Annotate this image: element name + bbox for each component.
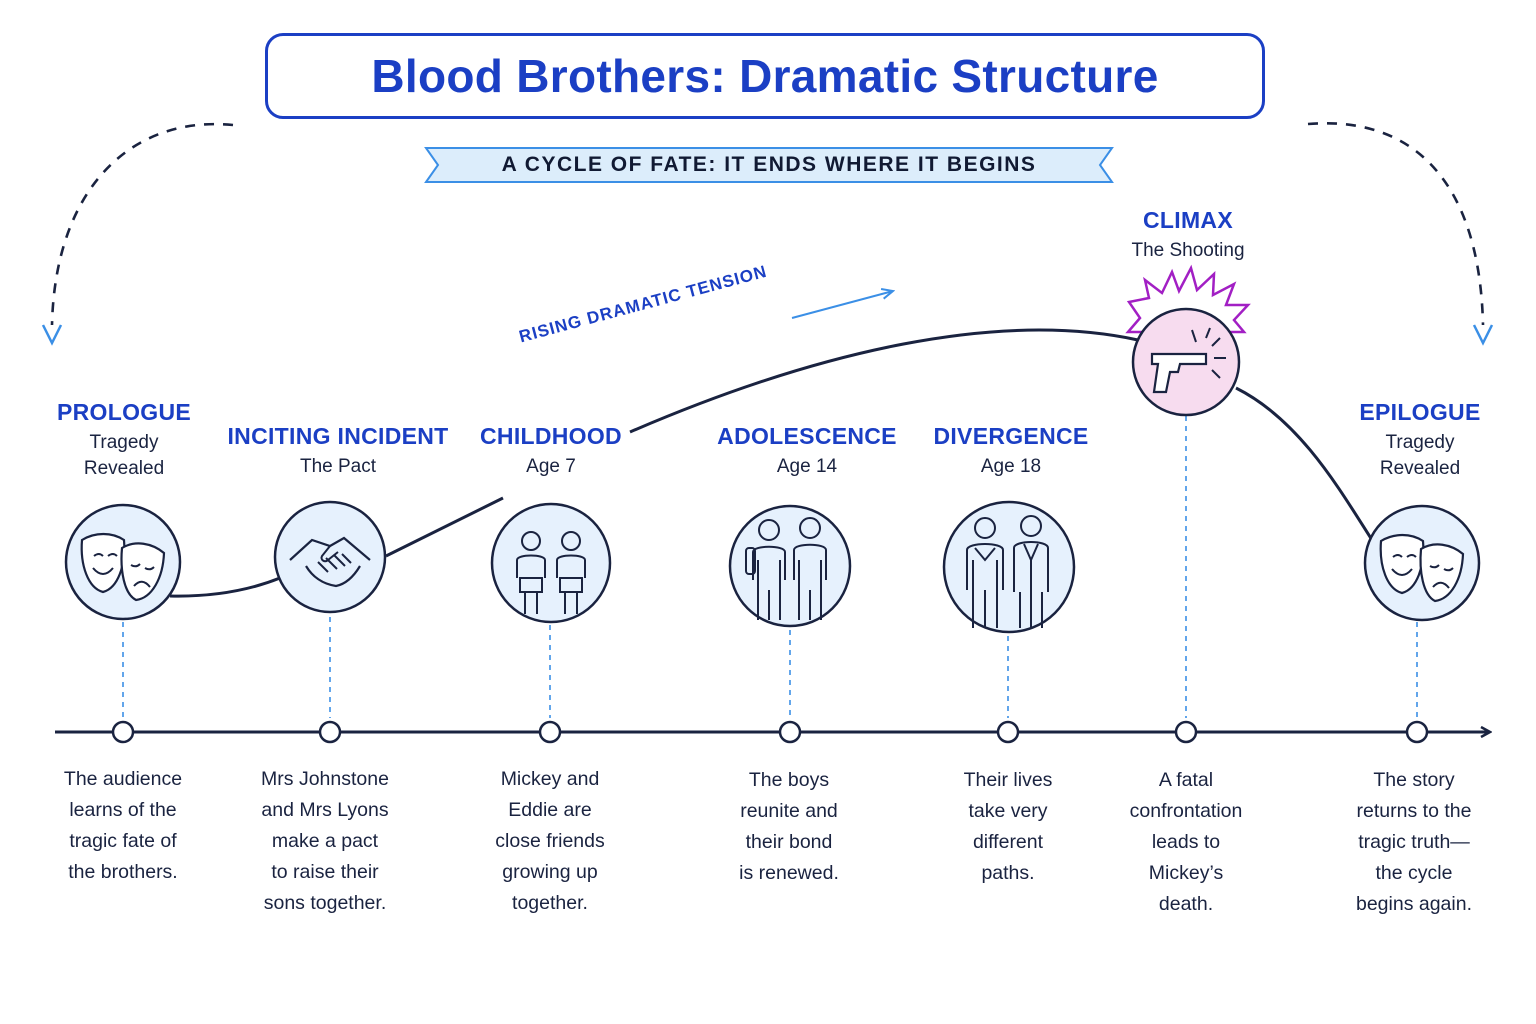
- stage-description-inciting: Mrs Johnstone and Mrs Lyons make a pact …: [240, 764, 410, 919]
- stage-name: CHILDHOOD: [480, 423, 622, 449]
- timeline-node: [778, 720, 802, 744]
- desc-line: The audience: [63, 768, 183, 790]
- subtitle-banner: A CYCLE OF FATE: IT ENDS WHERE IT BEGINS: [424, 146, 1114, 184]
- stage-description-climax: A fatal confrontation leads to Mickey’s …: [1101, 765, 1271, 920]
- desc-line: A fatal: [1158, 769, 1214, 791]
- stage-name: DIVERGENCE: [933, 423, 1089, 449]
- stage-sub-line: The Shooting: [1131, 240, 1245, 261]
- stage-sub-line: Tragedy: [89, 432, 159, 453]
- handshake-icon: [273, 500, 387, 614]
- stage-sub: Tragedy Revealed: [4, 430, 244, 482]
- desc-line: and Mrs Lyons: [261, 799, 389, 821]
- desc-line: reunite and: [740, 800, 838, 822]
- timeline-node: [318, 720, 342, 744]
- stage-sub-line: Revealed: [1379, 458, 1461, 479]
- stage-sub-line: Age 7: [526, 456, 576, 477]
- desc-line: Mickey’s: [1148, 862, 1224, 884]
- desc-line: paths.: [981, 862, 1035, 884]
- two-teenagers-icon: [728, 504, 852, 628]
- stage-sub-line: Tragedy: [1385, 432, 1455, 453]
- desc-line: tragic truth—: [1358, 831, 1470, 853]
- stage-description-adolescence: The boys reunite and their bond is renew…: [704, 765, 874, 889]
- desc-line: leads to: [1151, 831, 1221, 853]
- cycle-arc-right: [1307, 121, 1485, 326]
- stage-name: EPILOGUE: [1359, 399, 1481, 425]
- desc-line: make a pact: [271, 830, 379, 852]
- timeline-node: [111, 720, 135, 744]
- cycle-arrowhead-right: [1472, 324, 1494, 346]
- desc-line: growing up: [502, 861, 598, 883]
- stage-name: PROLOGUE: [56, 399, 192, 425]
- desc-line: begins again.: [1355, 893, 1472, 915]
- stage-sub-line: Revealed: [83, 458, 165, 479]
- cycle-arrowhead-left: [41, 324, 63, 346]
- tension-curve: [169, 576, 281, 598]
- timeline-node: [538, 720, 562, 744]
- two-young-men-icon: [942, 500, 1076, 634]
- ribbon-shape: [424, 147, 1114, 183]
- stage-sub: Age 7: [431, 454, 671, 480]
- stage-sub: The Shooting: [1068, 238, 1308, 264]
- stage-sub: The Pact: [218, 454, 458, 480]
- subtitle-text: A CYCLE OF FATE: IT ENDS WHERE IT BEGINS: [501, 153, 1037, 176]
- stage-description-epilogue: The story returns to the tragic truth— t…: [1329, 765, 1499, 920]
- stage-label-prologue: PROLOGUE Tragedy Revealed: [4, 399, 244, 482]
- desc-line: is renewed.: [739, 862, 839, 884]
- two-children-icon: [490, 502, 612, 624]
- theatre-masks-icon: [1363, 504, 1481, 622]
- desc-line: Mrs Johnstone: [261, 768, 389, 790]
- cycle-arc-left: [50, 122, 234, 326]
- desc-line: Mickey and: [500, 768, 600, 790]
- stage-sub-line: Age 18: [980, 456, 1042, 477]
- desc-line: close friends: [495, 830, 605, 852]
- desc-line: Eddie are: [508, 799, 592, 821]
- stage-description-divergence: Their lives take very different paths.: [923, 765, 1093, 889]
- stage-name: ADOLESCENCE: [717, 423, 897, 449]
- stage-sub: Age 18: [891, 454, 1131, 480]
- stage-label-divergence: DIVERGENCE Age 18: [891, 423, 1131, 480]
- title-box: Blood Brothers: Dramatic Structure: [265, 33, 1265, 119]
- tension-curve: [1235, 386, 1374, 541]
- stage-description-prologue: The audience learns of the tragic fate o…: [38, 764, 208, 888]
- stage-name: INCITING INCIDENT: [227, 423, 449, 449]
- stage-label-childhood: CHILDHOOD Age 7: [431, 423, 671, 480]
- timeline-node: [1174, 720, 1198, 744]
- desc-line: confrontation: [1129, 800, 1243, 822]
- desc-line: to raise their: [271, 861, 379, 883]
- desc-line: The story: [1373, 769, 1455, 791]
- stage-sub: Age 14: [687, 454, 927, 480]
- desc-line: learns of the: [69, 799, 177, 821]
- desc-line: their bond: [745, 831, 833, 853]
- tension-curve: [385, 496, 504, 558]
- stage-name: CLIMAX: [1143, 207, 1233, 233]
- timeline-node: [996, 720, 1020, 744]
- desc-line: the cycle: [1375, 862, 1453, 884]
- desc-line: tragic fate of: [69, 830, 177, 852]
- stage-sub-line: Age 14: [776, 456, 838, 477]
- stage-label-inciting: INCITING INCIDENT The Pact: [218, 423, 458, 480]
- tension-curve: [629, 328, 1139, 434]
- stage-label-adolescence: ADOLESCENCE Age 14: [687, 423, 927, 480]
- theatre-masks-icon: [64, 503, 182, 621]
- desc-line: the brothers.: [68, 861, 178, 883]
- stage-label-epilogue: EPILOGUE Tragedy Revealed: [1300, 399, 1536, 482]
- desc-line: take very: [968, 800, 1048, 822]
- timeline-node: [1405, 720, 1429, 744]
- gun-icon: [1125, 264, 1251, 417]
- desc-line: different: [972, 831, 1044, 853]
- stage-description-childhood: Mickey and Eddie are close friends growi…: [465, 764, 635, 919]
- desc-line: death.: [1158, 893, 1214, 915]
- desc-line: together.: [512, 892, 588, 914]
- desc-line: The boys: [748, 769, 830, 791]
- page-title: Blood Brothers: Dramatic Structure: [371, 50, 1159, 102]
- tension-arrow: [791, 291, 893, 319]
- desc-line: Their lives: [963, 769, 1053, 791]
- desc-line: sons together.: [263, 892, 387, 914]
- desc-line: returns to the: [1356, 800, 1472, 822]
- stage-label-climax: CLIMAX The Shooting: [1068, 207, 1308, 264]
- stage-sub: Tragedy Revealed: [1300, 430, 1536, 482]
- stage-sub-line: The Pact: [299, 456, 377, 477]
